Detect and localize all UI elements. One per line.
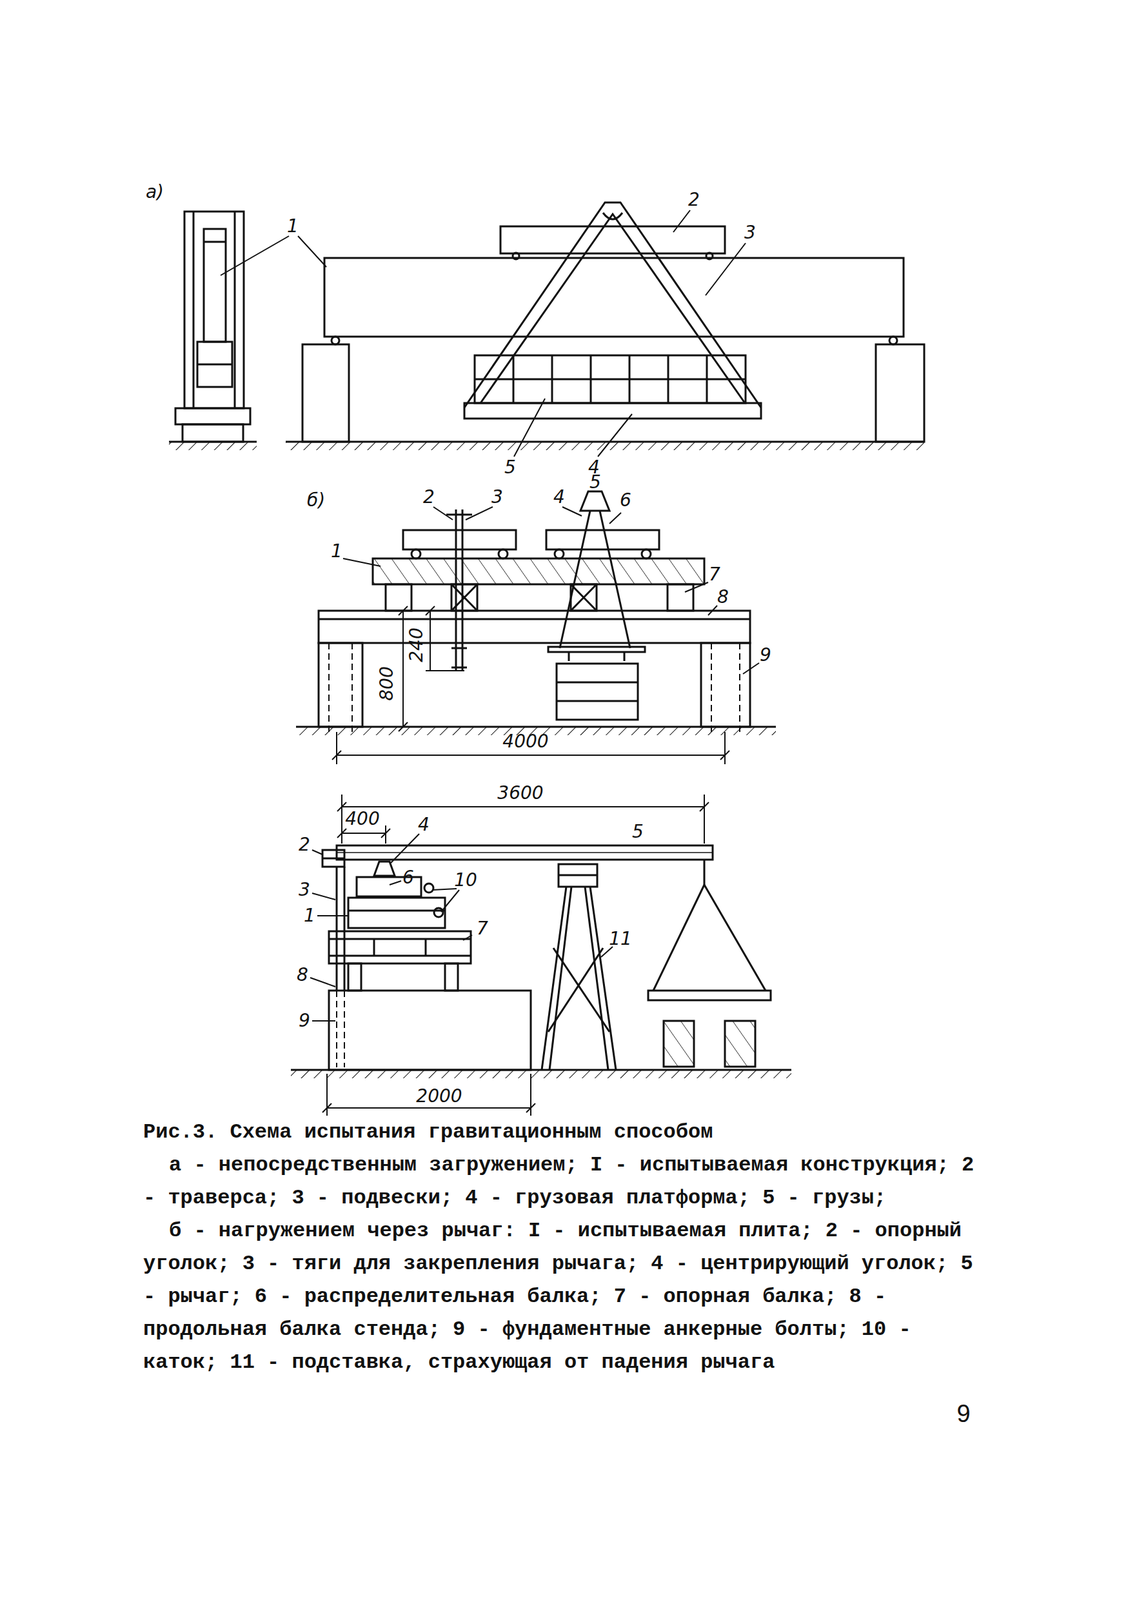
dimension-label: 240 xyxy=(407,627,426,662)
callout-number: 1 xyxy=(330,542,343,561)
dimension-label: 4000 xyxy=(502,732,549,751)
callout-number: 6 xyxy=(619,491,632,510)
figure-letter: б) xyxy=(306,491,326,510)
callout-number: 1 xyxy=(286,217,299,236)
callout-number: 3 xyxy=(298,880,311,900)
dimension-label: 800 xyxy=(377,666,396,701)
callout-number: 2 xyxy=(298,835,311,854)
callout-number: 4 xyxy=(553,488,565,507)
dimension-label: 400 xyxy=(345,810,380,829)
page-number: 9 xyxy=(956,1401,970,1426)
callout-number: 5 xyxy=(632,822,644,842)
callout-number: 2 xyxy=(688,190,700,209)
callout-number: 10 xyxy=(454,871,478,890)
callout-number: 7 xyxy=(708,565,721,584)
callout-number: 8 xyxy=(717,588,729,607)
callout-number: 5 xyxy=(589,473,602,492)
callout-number: 9 xyxy=(298,1011,311,1030)
callout-number: 11 xyxy=(608,930,633,949)
caption-block: Рис.3. Схема испытания гравитационным сп… xyxy=(143,1115,995,1379)
callout-number: 7 xyxy=(476,919,489,938)
callout-number: 4 xyxy=(417,815,430,834)
caption-legend-text: б - нагружением через рычаг: I - испытыв… xyxy=(143,1214,995,1379)
figure-caption: Рис.3. Схема испытания гравитационным сп… xyxy=(143,1115,995,1149)
caption-legend-text: а - непосредственным загружением; I - ис… xyxy=(143,1148,995,1215)
callout-number: 6 xyxy=(402,868,415,887)
callout-number: 1 xyxy=(303,906,316,925)
callout-number: 9 xyxy=(759,646,772,665)
callout-number: 8 xyxy=(296,966,309,985)
dimension-label: 2000 xyxy=(415,1087,462,1106)
callout-number: 5 xyxy=(504,458,516,477)
dimension-label: 3600 xyxy=(497,784,544,803)
callout-number: 3 xyxy=(491,488,504,507)
callout-number: 2 xyxy=(423,488,435,507)
figure-letter: а) xyxy=(145,183,164,202)
callout-number: 3 xyxy=(744,223,756,242)
